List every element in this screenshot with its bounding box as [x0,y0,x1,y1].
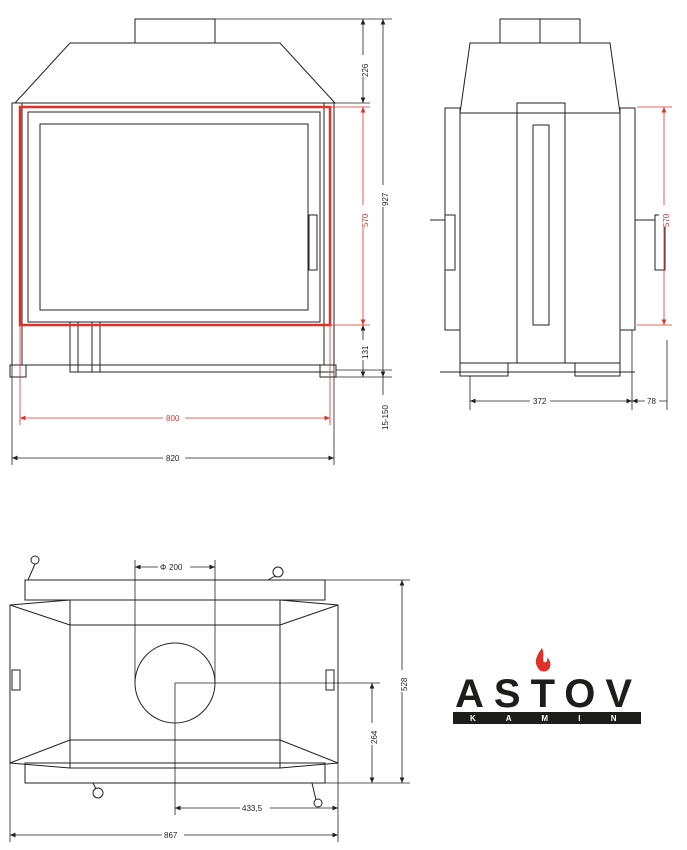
dim-flue-label: 200 [169,563,183,572]
side-handle-left [444,214,456,271]
dim-131-label: 131 [361,345,370,359]
dim-78-label: 78 [647,397,656,406]
dim-226-label: 226 [361,63,370,77]
top-view [9,555,339,808]
dim-433-label: 433,5 [242,804,263,813]
front-hood [13,42,337,104]
side-door-profile [516,102,566,364]
logo-sub: K A M I N [470,714,631,723]
dim-flue-symbol: Φ [160,563,166,572]
top-rear-rail [24,579,326,601]
front-door-handle [308,214,318,271]
front-leg-left [9,364,27,378]
astov-logo: ASTOV K A M I N [453,648,642,724]
dim-570-front-label: 570 [361,213,370,227]
dim-528-label: 528 [400,677,409,691]
front-leg-right [319,364,337,378]
dim-867-label: 867 [164,831,178,840]
dim-570-side-label: 570 [662,213,671,227]
side-dimensions [469,330,668,410]
front-dimensions [11,18,392,465]
dim-820-label: 820 [166,454,180,463]
front-body [11,102,335,366]
front-door [27,111,321,323]
front-glass [39,123,309,311]
side-view [430,18,666,377]
dim-legs-label: 15-150 [381,405,390,430]
dim-800-label: 800 [166,414,180,423]
front-opening-highlight [18,105,332,327]
front-flue-collar [134,18,216,44]
dim-927-label: 927 [381,192,390,206]
front-view [9,18,337,378]
flame-icon [535,648,551,672]
logo-brand: ASTOV [455,672,642,716]
dim-264-label: 264 [370,730,379,744]
dim-372-label: 372 [533,397,547,406]
